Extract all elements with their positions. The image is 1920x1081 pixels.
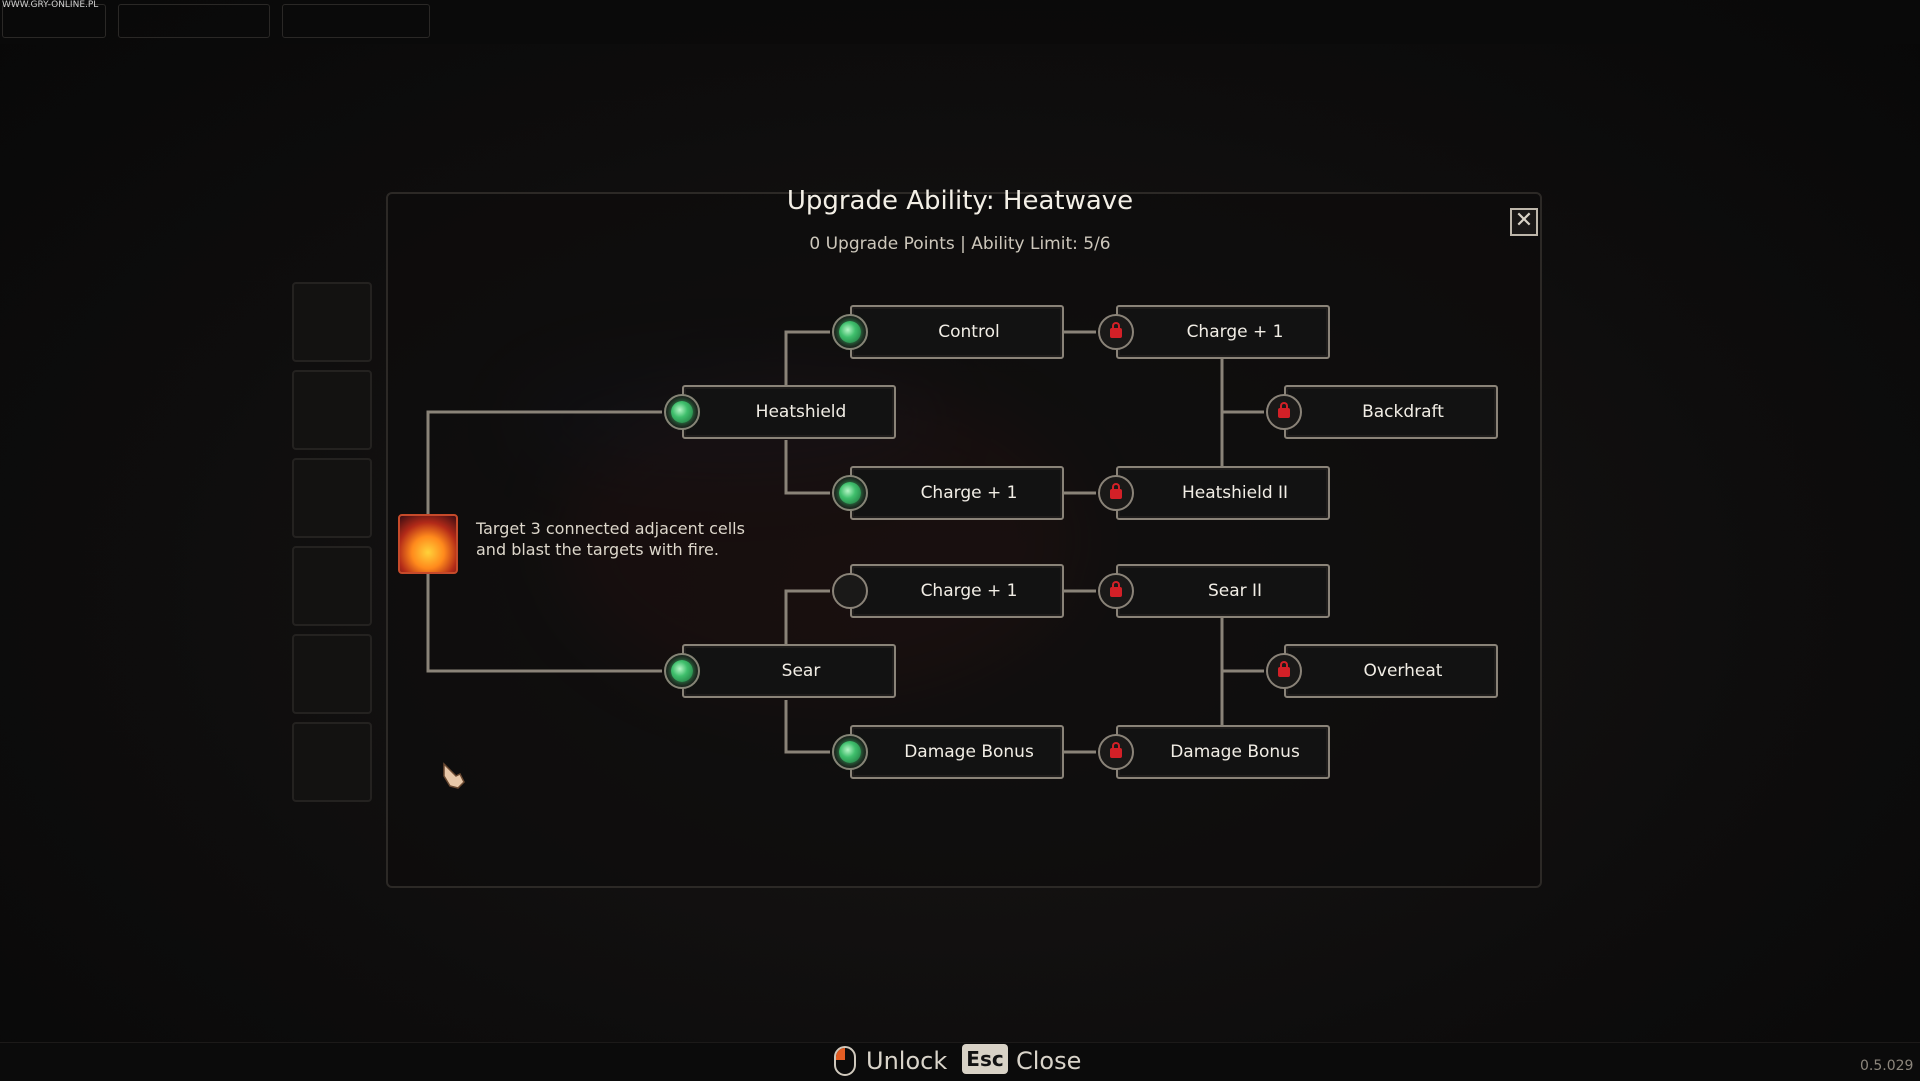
node-label: Backdraft xyxy=(1362,402,1444,422)
fire-burst-icon xyxy=(398,514,458,574)
node-heatshield[interactable]: Heatshield xyxy=(664,385,896,439)
lock-icon xyxy=(1098,734,1134,770)
node-label: Charge + 1 xyxy=(1186,322,1284,342)
node-label: Sear II xyxy=(1207,581,1263,601)
empty-orb-icon xyxy=(832,573,868,609)
hud-resource-1 xyxy=(2,4,106,38)
lock-icon xyxy=(1266,653,1302,689)
close-x-icon: ✕ xyxy=(1514,208,1534,233)
unlocked-orb-icon xyxy=(664,394,700,430)
hud-resource-3 xyxy=(282,4,430,38)
node-overheat[interactable]: Overheat xyxy=(1266,644,1498,698)
unlocked-orb-icon xyxy=(832,475,868,511)
node-label: Damage Bonus xyxy=(904,742,1034,762)
node-label: Control xyxy=(938,322,1000,342)
unlocked-orb-icon xyxy=(832,314,868,350)
node-label: Charge + 1 xyxy=(920,483,1018,503)
close-hint[interactable]: Close xyxy=(1016,1047,1082,1075)
hud-resource-2 xyxy=(118,4,270,38)
node-charge-top-right[interactable]: Charge + 1 xyxy=(1098,305,1330,359)
bottom-hint-bar xyxy=(0,1042,1920,1081)
node-sear-ii[interactable]: Sear II xyxy=(1098,564,1330,618)
node-backdraft[interactable]: Backdraft xyxy=(1266,385,1498,439)
node-label: Heatshield xyxy=(755,402,847,422)
node-damage-bonus-right[interactable]: Damage Bonus xyxy=(1098,725,1330,779)
node-charge-bottom[interactable]: Charge + 1 xyxy=(832,564,1064,618)
lock-icon xyxy=(1098,475,1134,511)
bg-roster-slot xyxy=(292,282,372,362)
node-charge-top[interactable]: Charge + 1 xyxy=(832,466,1064,520)
node-heatshield-ii[interactable]: Heatshield II xyxy=(1098,466,1330,520)
bg-roster-slot xyxy=(292,458,372,538)
lock-icon xyxy=(1098,573,1134,609)
dialog-title: Upgrade Ability: Heatwave xyxy=(786,186,1134,216)
bg-roster-slot xyxy=(292,370,372,450)
lock-icon xyxy=(1266,394,1302,430)
dialog-subtitle: 0 Upgrade Points | Ability Limit: 5/6 xyxy=(809,234,1111,254)
bg-roster-slot xyxy=(292,722,372,802)
node-label: Overheat xyxy=(1363,661,1443,681)
version-label: 0.5.029 xyxy=(1860,1058,1914,1074)
node-label: Charge + 1 xyxy=(920,581,1018,601)
unlocked-orb-icon xyxy=(832,734,868,770)
node-label: Damage Bonus xyxy=(1170,742,1300,762)
lock-icon xyxy=(1098,314,1134,350)
unlocked-orb-icon xyxy=(664,653,700,689)
ability-description: Target 3 connected adjacent cells and bl… xyxy=(476,519,745,559)
unlock-hint[interactable]: Unlock xyxy=(866,1047,948,1075)
hand-cursor-icon xyxy=(443,762,465,789)
close-button[interactable]: ✕ xyxy=(1510,208,1538,236)
node-control[interactable]: Control xyxy=(832,305,1064,359)
mouse-left-click-icon xyxy=(834,1046,856,1076)
node-label: Sear xyxy=(781,661,821,681)
bg-roster-slot xyxy=(292,546,372,626)
bg-roster-slot xyxy=(292,634,372,714)
node-label: Heatshield II xyxy=(1181,483,1289,503)
esc-key-icon: Esc xyxy=(962,1044,1008,1074)
watermark: WWW.GRY-ONLINE.PL xyxy=(2,0,99,10)
top-hud-bar xyxy=(0,0,1920,44)
node-damage-bonus[interactable]: Damage Bonus xyxy=(832,725,1064,779)
node-sear[interactable]: Sear xyxy=(664,644,896,698)
